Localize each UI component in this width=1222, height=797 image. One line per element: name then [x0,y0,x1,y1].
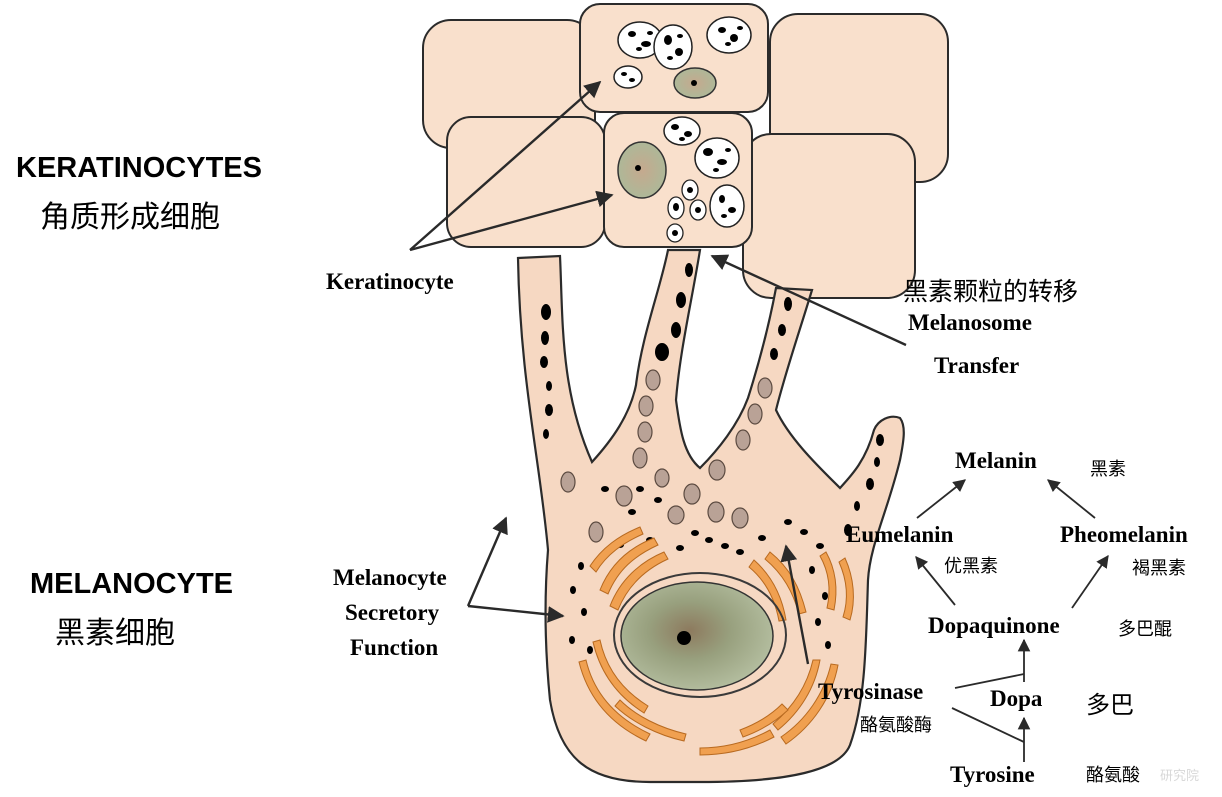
secretory-label-line1: Melanocyte [333,565,447,590]
keratinocytes-heading-cn: 角质形成细胞 [40,200,220,235]
melanin-label: Melanin [955,448,1037,473]
dopa-label-cn: 多巴 [1086,691,1134,719]
transfer-label-cn: 黑素颗粒的转移 [903,277,1078,306]
tyrosinase-label: Tyrosinase [818,679,923,704]
dopaquinone-label: Dopaquinone [928,613,1060,638]
melanosome-cluster [613,16,752,89]
eumelanin-label: Eumelanin [846,522,954,547]
premelanosome-vesicles [560,369,773,543]
secretory-label-line3: Function [350,635,438,660]
keratinocyte-layer [422,3,949,299]
melanocyte-heading: MELANOCYTE [30,568,233,600]
keratinocyte-cell [742,133,916,299]
watermark: 研究院 [1160,769,1199,784]
keratinocytes-heading: KERATINOCYTES [16,152,262,184]
eumelanin-label-cn: 优黑素 [944,556,998,577]
keratinocyte-label: Keratinocyte [326,269,454,294]
pheomelanin-label-cn: 褐黑素 [1132,558,1186,579]
pheomelanin-label: Pheomelanin [1060,522,1188,547]
melanosome-cluster [663,116,745,243]
melanin-label-cn: 黑素 [1090,459,1126,480]
nucleolus [677,631,691,645]
tyrosine-label-cn: 酪氨酸 [1086,765,1140,786]
melanosome-label: Melanosome [908,310,1032,335]
secretory-label-line2: Secretory [345,600,440,625]
pathway-arrows [915,479,1109,762]
keratinocyte-cell [446,116,606,248]
keratinocyte-nucleus [617,141,667,199]
tyrosinase-label-cn: 酪氨酸酶 [860,715,932,736]
melanocyte-heading-cn: 黑素细胞 [55,616,175,651]
tyrosine-label: Tyrosine [950,762,1035,787]
transfer-label: Transfer [934,353,1019,378]
dendrite-melanosomes [540,263,884,536]
dopa-label: Dopa [990,686,1043,711]
dopaquinone-label-cn: 多巴醌 [1118,619,1172,640]
melanocyte-nucleus-envelope [613,572,787,698]
pointer-arrows [409,80,907,665]
melanocyte-nucleus [620,581,774,691]
